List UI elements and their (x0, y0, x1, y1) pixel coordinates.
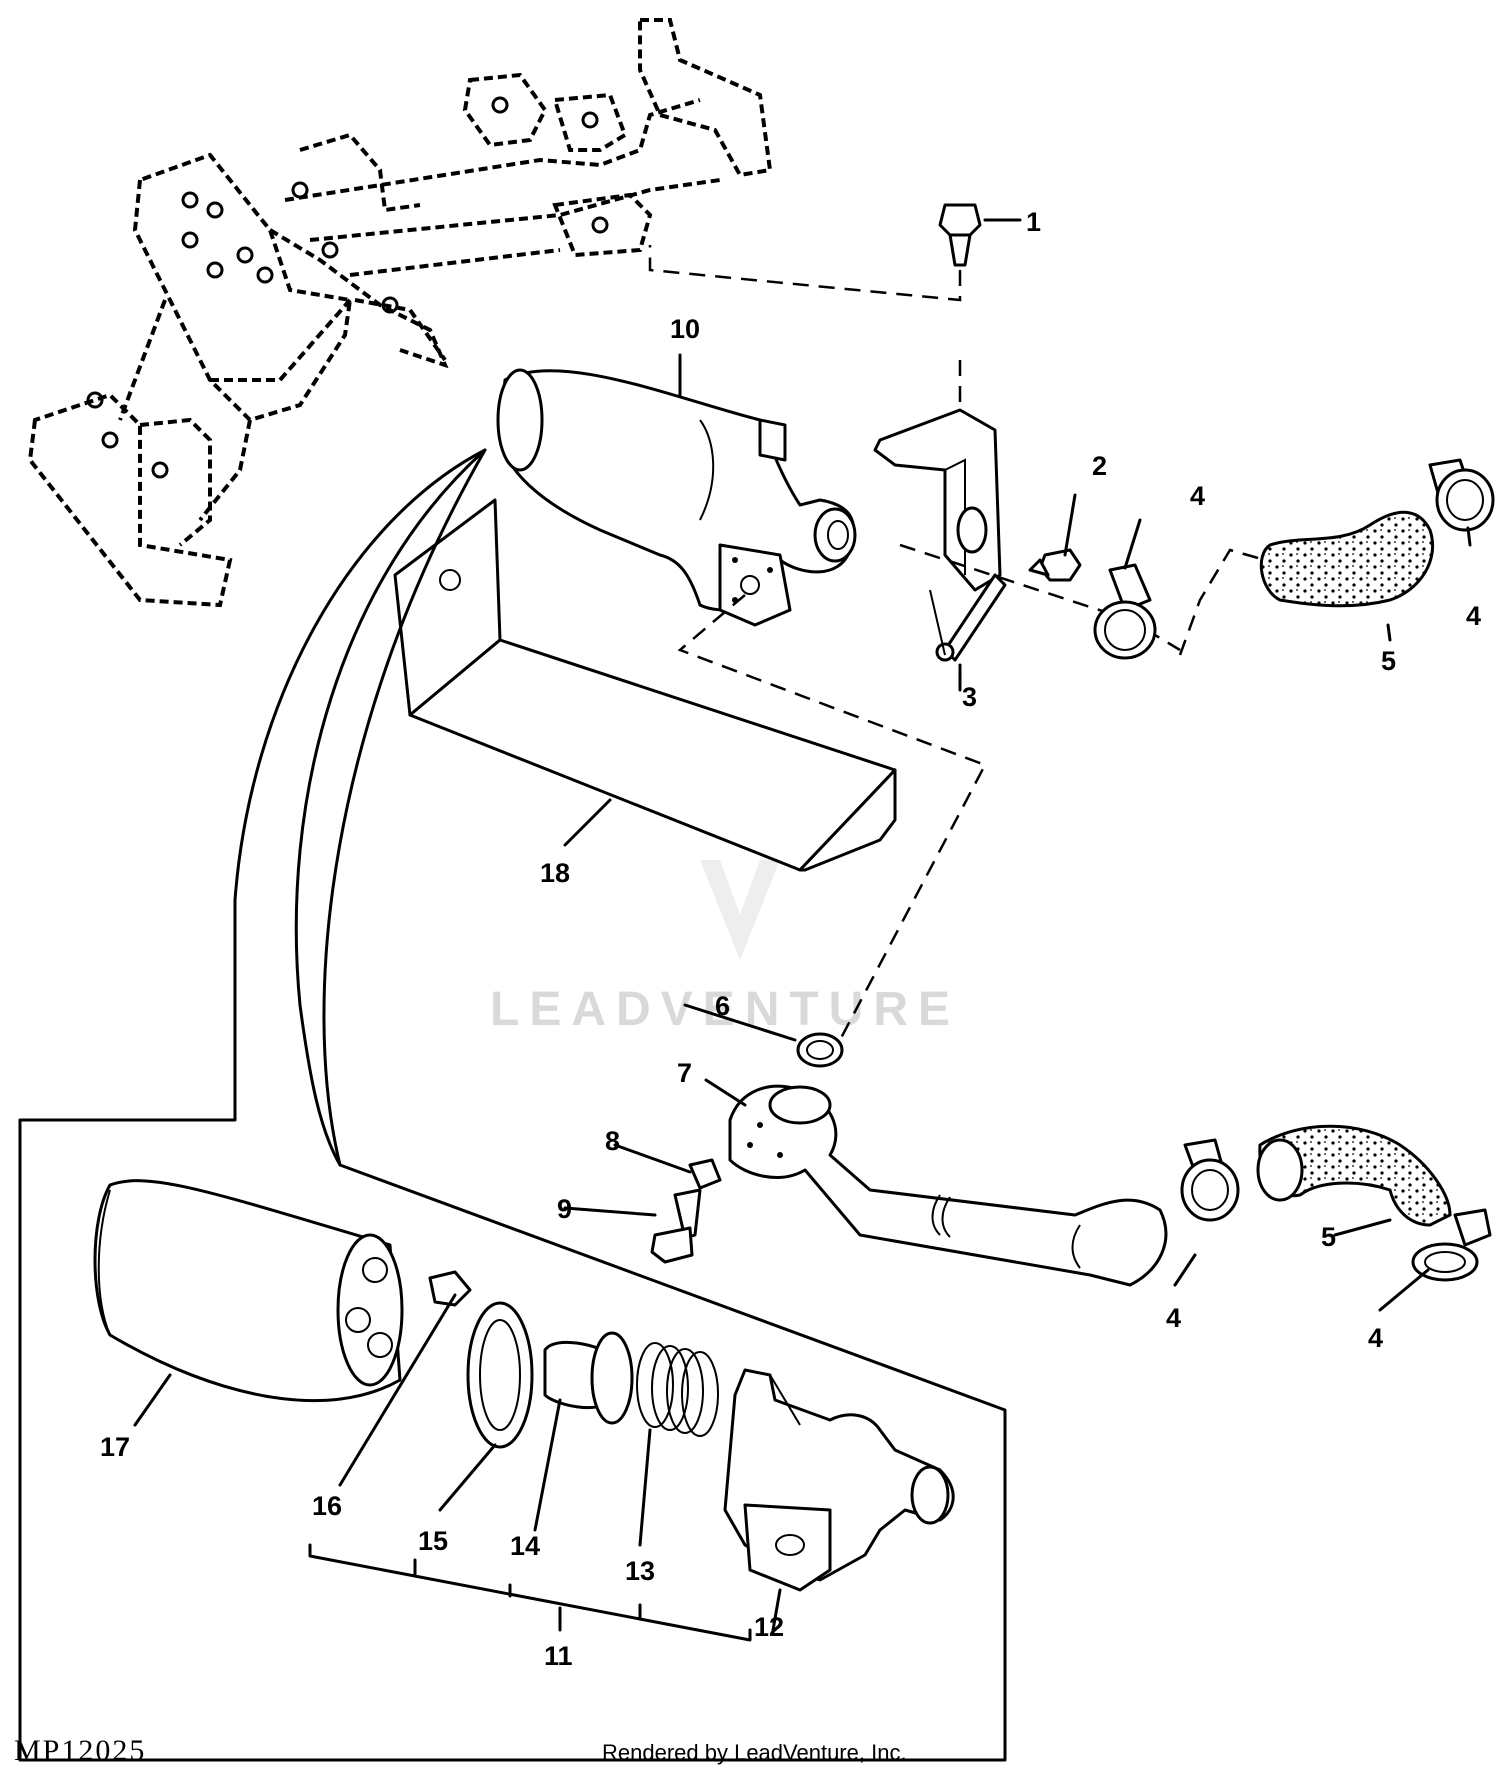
part-o-ring (796, 1032, 844, 1068)
part-bolt-lower (650, 1188, 702, 1264)
callout-12: 12 (754, 1612, 784, 1642)
callout-14: 14 (510, 1531, 540, 1561)
part-filter-assembly (496, 368, 857, 627)
part-hose-lower (1258, 1124, 1452, 1227)
part-gasket (466, 1301, 534, 1449)
part-plug (428, 1270, 472, 1307)
part-mounting-bracket (873, 408, 1007, 662)
part-small-bolt (1028, 548, 1082, 582)
part-bolt (648, 203, 982, 302)
part-hose-clamp-upper-left (1093, 563, 1157, 660)
callout-4-upper-right: 4 (1466, 601, 1481, 631)
callout-5-lower: 5 (1321, 1222, 1336, 1252)
part-hose-upper (1259, 510, 1435, 608)
callout-4-lower-left: 4 (1166, 1303, 1181, 1333)
callout-leaders (133, 218, 1472, 1632)
callout-16: 16 (312, 1491, 342, 1521)
callout-3: 3 (962, 682, 977, 712)
callout-7: 7 (677, 1058, 692, 1088)
callout-11: 11 (544, 1641, 573, 1671)
callout-15: 15 (418, 1526, 448, 1556)
part-washer (688, 1158, 722, 1190)
part-hose-clamp-upper-right (1428, 458, 1495, 532)
part-spring (636, 1342, 719, 1437)
part-tube (728, 1084, 1168, 1287)
callout-10: 10 (670, 314, 700, 344)
leader-dashed-10-18 (677, 594, 987, 1041)
part-shield-bracket (393, 498, 897, 872)
callout-4-lower-right: 4 (1368, 1323, 1383, 1353)
tractor-frame (27, 18, 773, 608)
assembly-outline-curve-inner (294, 448, 487, 1167)
callout-8: 8 (605, 1126, 620, 1156)
callout-1: 1 (1026, 207, 1041, 237)
callout-17: 17 (100, 1432, 130, 1462)
part-hose-clamp-lower-left (1180, 1138, 1240, 1222)
part-valve (543, 1331, 634, 1425)
assembly-outline-curve (18, 448, 1007, 1762)
credit-line: Rendered by LeadVenture, Inc. (602, 1740, 907, 1765)
part-filter-element (93, 1179, 404, 1403)
part-filter-head (723, 1368, 955, 1592)
callout-18: 18 (540, 858, 570, 888)
watermark-text: LEADVENTURE (490, 983, 960, 1036)
leader-dashed-hose (1178, 548, 1266, 656)
callout-4-upper-left: 4 (1190, 481, 1205, 511)
callout-5-upper: 5 (1381, 646, 1396, 676)
callout-6: 6 (715, 991, 730, 1021)
diagram-code: MP12025 (14, 1734, 147, 1767)
callout-13: 13 (625, 1556, 655, 1586)
group-bracket-11 (308, 1543, 752, 1642)
callout-9: 9 (557, 1194, 572, 1224)
callout-2: 2 (1092, 451, 1107, 481)
hose-lower-end (1256, 1138, 1304, 1202)
